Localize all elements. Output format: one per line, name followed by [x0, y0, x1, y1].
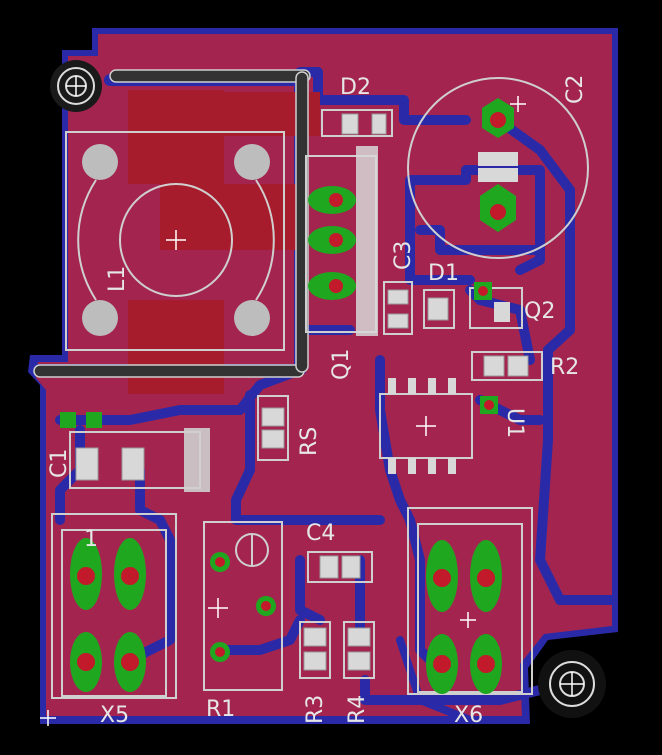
resistor-r2: [471, 351, 543, 414]
label-r4: R4: [345, 695, 370, 724]
label-x6: X6: [454, 703, 483, 728]
label-r2: R2: [550, 355, 579, 380]
label-c2: C2: [563, 75, 588, 104]
transistor-q2: [469, 282, 523, 329]
resistor-r4: [343, 621, 375, 679]
label-q1: Q1: [329, 349, 354, 380]
resistor-rs: [257, 395, 289, 461]
connector-x5: [51, 513, 177, 699]
label-c1: C1: [47, 449, 72, 478]
capacitor-c2: [407, 77, 589, 259]
connector-x6: [407, 507, 533, 695]
label-rs: RS: [297, 427, 322, 456]
inductor-l1: [65, 131, 285, 351]
capacitor-c4: [307, 551, 373, 583]
label-r1: R1: [206, 697, 235, 722]
resistor-r3: [299, 621, 331, 679]
mounting-hole-top-left: [50, 60, 102, 112]
label-l1: L1: [105, 266, 130, 292]
label-x5: X5: [100, 703, 129, 728]
label-d2: D2: [340, 75, 371, 100]
capacitor-c1: [60, 412, 210, 492]
ic-u1: [379, 378, 473, 474]
capacitor-c3: [383, 281, 413, 335]
label-d1: D1: [428, 261, 459, 286]
label-r3: R3: [303, 695, 328, 724]
label-c4: C4: [306, 521, 335, 546]
trimmer-r1: [203, 521, 283, 691]
diode-d1: [423, 289, 455, 329]
label-x5-pin1: 1: [84, 527, 98, 552]
label-c3: C3: [391, 241, 416, 270]
inductor-l1-pads: [128, 90, 320, 394]
diode-d2: [321, 109, 393, 137]
label-q2: Q2: [524, 299, 555, 324]
transistor-q1: [305, 146, 378, 336]
reference-crosses: [40, 598, 476, 726]
mounting-hole-bottom-right: [538, 650, 606, 718]
label-u1: U1: [502, 408, 527, 438]
